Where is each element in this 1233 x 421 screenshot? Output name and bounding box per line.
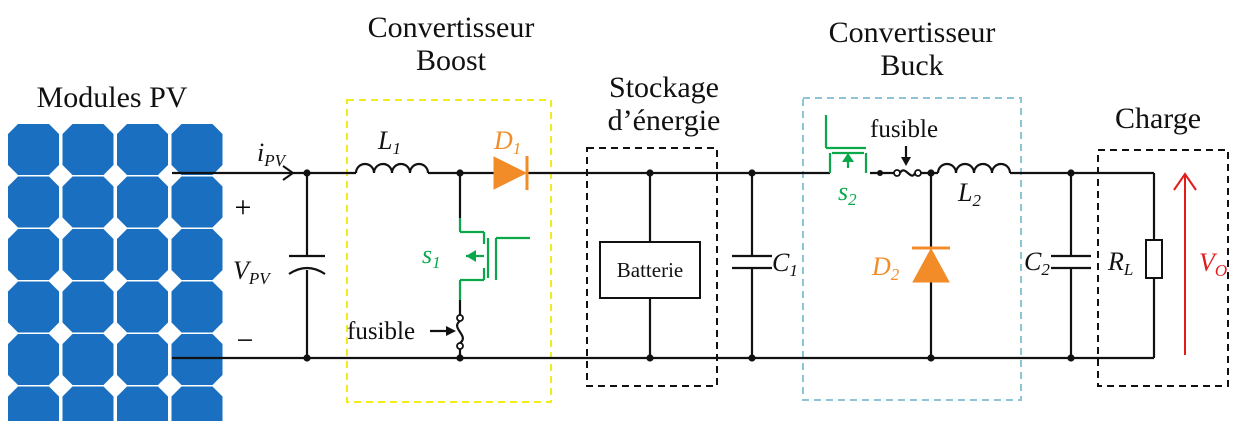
pv-cell — [171, 124, 223, 175]
pv-cell — [117, 176, 168, 228]
pv-cell — [8, 176, 59, 228]
buck-title-line2: Buck — [880, 49, 943, 82]
capacitor-c1 — [732, 254, 772, 270]
pv-current-arrow — [282, 165, 295, 181]
pv-cell — [62, 281, 114, 333]
inductor-l1 — [354, 162, 430, 174]
s1-label: s1 — [422, 240, 441, 272]
vo-label: VO — [1199, 248, 1227, 280]
junction-nodes — [303, 169, 1075, 362]
pv-cell — [117, 386, 168, 421]
boost-title-line1: Convertisseur — [368, 11, 535, 44]
fuse-1-label: fusible — [347, 318, 415, 345]
diode-d1 — [493, 156, 529, 190]
pv-cell — [62, 229, 114, 280]
pv-cell — [8, 386, 59, 421]
pv-cell — [117, 229, 168, 280]
fuse-2 — [877, 146, 922, 177]
pv-cell — [171, 334, 223, 385]
switch-s1 — [458, 218, 530, 300]
pv-cell — [117, 281, 168, 333]
circuit-wires — [172, 171, 1156, 360]
rl-label: RL — [1107, 247, 1133, 279]
pv-capacitor — [288, 254, 326, 275]
pv-cell — [8, 124, 59, 175]
boost-title-line2: Boost — [416, 44, 487, 77]
pv-cell — [62, 176, 114, 228]
energy-storage-box — [586, 147, 718, 387]
v-pv-label: VPV — [233, 256, 272, 288]
pv-cell — [171, 386, 223, 421]
pv-cell — [62, 124, 114, 175]
i-pv-label: iPV — [257, 138, 288, 170]
pv-cell — [8, 229, 59, 280]
minus-sign: − — [237, 324, 254, 357]
c2-label: C2 — [1024, 247, 1050, 279]
c1-label: C1 — [772, 248, 798, 280]
d1-label: D1 — [493, 126, 521, 158]
pv-cell — [8, 334, 59, 385]
l2-label: L2 — [957, 178, 981, 210]
boost-converter-box — [346, 99, 552, 403]
output-voltage-arrow — [1173, 172, 1197, 355]
pv-modules-grid — [8, 124, 223, 421]
buck-title-line1: Convertisseur — [829, 16, 996, 49]
switch-s2 — [824, 115, 868, 173]
d2-label: D2 — [871, 252, 900, 284]
battery — [599, 241, 701, 299]
pv-cell — [8, 281, 59, 333]
storage-title-line1: Stockage — [609, 71, 719, 104]
pv-cell — [171, 176, 223, 228]
pv-cell — [62, 386, 114, 421]
fuse-2-label: fusible — [870, 116, 938, 143]
s2-label: s2 — [838, 177, 857, 209]
battery-label: Batterie — [617, 258, 683, 282]
load-box — [1097, 149, 1229, 387]
pv-modules-title: Modules PV — [37, 81, 188, 114]
pv-cell — [62, 334, 114, 385]
pv-cell — [171, 281, 223, 333]
inductor-l2 — [936, 162, 1012, 174]
load-resistor — [1145, 239, 1163, 279]
buck-converter-box — [802, 97, 1022, 401]
pv-cell — [117, 334, 168, 385]
pv-cell — [171, 229, 223, 280]
storage-title-line2: d’énergie — [608, 104, 721, 137]
plus-sign: + — [235, 191, 252, 224]
capacitor-c2 — [1051, 254, 1091, 270]
load-title: Charge — [1115, 102, 1201, 135]
diode-d2 — [912, 246, 950, 283]
l1-label: L1 — [377, 126, 401, 158]
pv-cell — [117, 124, 168, 175]
fuse-1 — [430, 314, 464, 350]
